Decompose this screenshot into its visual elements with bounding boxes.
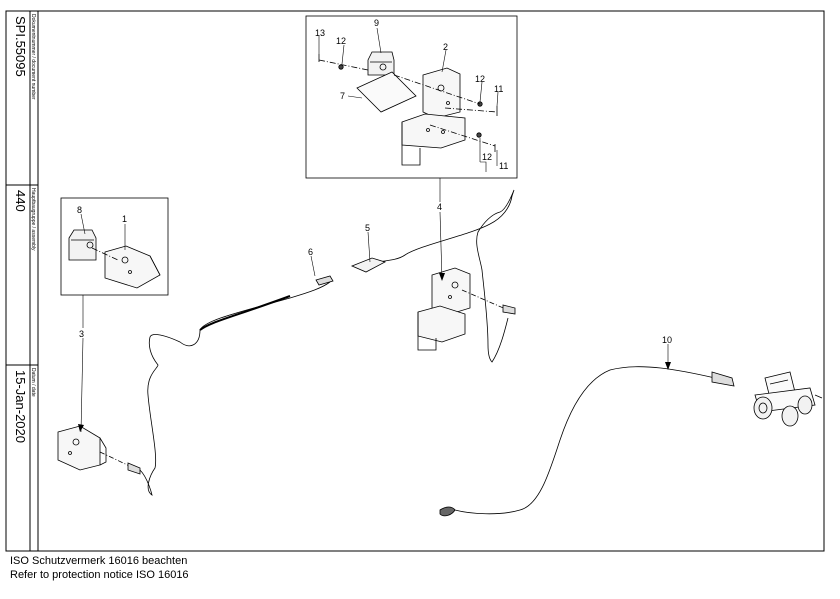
callout-9: 9 — [374, 18, 379, 28]
item-5-plate — [350, 257, 387, 273]
callout-11-bottom: 11 — [499, 161, 508, 171]
connector-6 — [315, 275, 334, 286]
assembly-line-left — [91, 247, 119, 261]
protection-notice-en: Refer to protection notice ISO 16016 — [10, 569, 189, 581]
assembly-caption: Hauptbaugruppe / assembly — [30, 188, 36, 251]
connector-center — [502, 304, 516, 315]
detail-box-lamp-assembly-left — [60, 197, 169, 296]
callout-13: 13 — [315, 28, 325, 38]
connector-10 — [711, 371, 735, 387]
callout-4: 4 — [437, 202, 442, 212]
detail-box-lamp-assembly-top — [305, 15, 518, 179]
assembly-lines-top — [318, 59, 498, 147]
cable-5 — [354, 189, 515, 363]
callout-8: 8 — [77, 205, 82, 215]
callout-3: 3 — [79, 329, 84, 339]
callout-1: 1 — [122, 214, 127, 224]
connector-left — [127, 462, 141, 475]
drawing-frame — [5, 10, 825, 552]
protection-notice-de: ISO Schutzvermerk 16016 beachten — [10, 555, 188, 567]
callout-12-mid: 12 — [475, 74, 485, 84]
lamp-part-8 — [68, 229, 97, 261]
callout-11-mid: 11 — [494, 84, 503, 94]
callout-12-bottom: 12 — [482, 152, 492, 162]
callout-labels: 9 13 12 2 7 12 11 12 11 4 5 6 8 1 3 10 — [77, 18, 672, 345]
doc-number-caption: Dokumentnummer / document number — [30, 14, 36, 100]
callout-7: 7 — [340, 91, 345, 101]
tractor-symbol — [753, 371, 823, 427]
callout-5: 5 — [365, 223, 370, 233]
bracket-part-1 — [104, 245, 161, 289]
date-value: 15-Jan-2020 — [13, 370, 28, 443]
leader-lines — [80, 27, 669, 433]
lamp-part-9 — [367, 51, 395, 76]
connector-10-end — [439, 506, 456, 517]
assembly-value: 440 — [13, 190, 28, 212]
cable-left — [139, 281, 331, 496]
callout-2: 2 — [443, 42, 448, 52]
date-caption: Datum / date — [30, 368, 36, 397]
callout-6: 6 — [308, 247, 313, 257]
doc-number-value: SPI.55095 — [13, 16, 28, 77]
cable-10 — [454, 366, 716, 515]
bracket-mounted-center — [417, 267, 471, 351]
plate-part-7 — [356, 71, 417, 113]
bracket-mounted-left — [57, 425, 107, 471]
bracket-part-2 — [401, 67, 466, 166]
callout-12-top: 12 — [336, 36, 346, 46]
callout-10: 10 — [662, 335, 672, 345]
